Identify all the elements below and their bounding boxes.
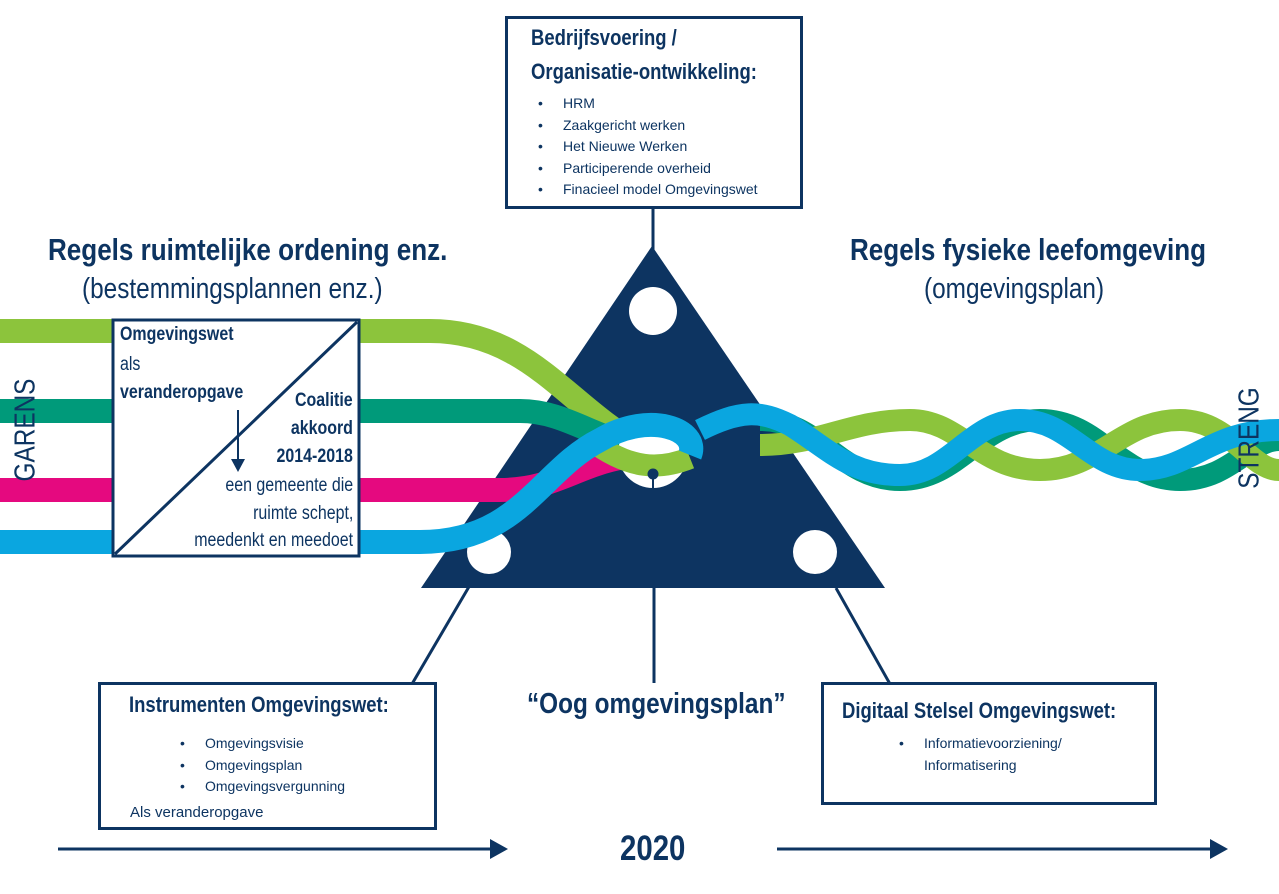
instruments-list: •Omgevingsvisie •Omgevingsplan •Omgeving… — [180, 733, 346, 798]
municipality-line1: een gemeente die — [225, 475, 353, 496]
change-box-line3: veranderopgave — [120, 382, 244, 403]
list-item: •Omgevingsvergunning — [180, 778, 346, 794]
list-item: •Het Nieuwe Werken — [538, 138, 688, 154]
municipality-line2: ruimte schept, — [252, 503, 353, 524]
municipality-line3: meedenkt en meedoet — [194, 530, 353, 551]
instruments-box-title: Instrumenten Omgevingswet: — [129, 692, 389, 717]
digital-box-title: Digitaal Stelsel Omgevingswet: — [842, 698, 1117, 723]
right-heading-subtitle: (omgevingsplan) — [924, 273, 1105, 305]
change-box-line2: als — [120, 354, 141, 375]
braid-sky — [695, 403, 1279, 487]
digital-system-box: Digitaal Stelsel Omgevingswet: •Informat… — [821, 682, 1157, 805]
change-box-frame — [111, 318, 361, 558]
digital-list: •Informatievoorziening/ Informatisering — [899, 733, 1062, 776]
change-box-diagonal — [113, 320, 359, 556]
change-arrow-head — [231, 459, 245, 472]
connector-left — [410, 584, 472, 685]
org-development-box: Bedrijfsvoering / Organisatie-ontwikkeli… — [505, 16, 803, 209]
org-box-list: •HRM •Zaakgericht werken •Het Nieuwe Wer… — [538, 93, 758, 201]
coalition-line2: akkoord — [290, 418, 353, 439]
list-item: •Informatievoorziening/ — [899, 735, 1062, 751]
list-item: •Finacieel model Omgevingswet — [538, 181, 758, 197]
org-box-title-line1: Bedrijfsvoering / — [531, 25, 677, 50]
timeline-arrow-right-head — [1210, 839, 1228, 859]
instruments-box: Instrumenten Omgevingswet: •Omgevingsvis… — [98, 682, 437, 830]
coalition-line3: 2014-2018 — [276, 446, 353, 467]
right-heading-title: Regels fysieke leefomgeving — [850, 232, 1207, 267]
triangle-hole-top — [629, 287, 677, 335]
list-item: •Omgevingsplan — [180, 756, 303, 773]
garens-label: GARENS — [9, 378, 42, 482]
list-item: •Participerende overheid — [538, 159, 711, 176]
timeline-year: 2020 — [620, 829, 686, 868]
thread-sky — [0, 413, 704, 554]
org-box-title-line2: Organisatie-ontwikkeling: — [531, 59, 757, 84]
coalition-line1: Coalitie — [295, 390, 353, 411]
triangle-hole-right — [793, 530, 837, 574]
list-item: •HRM — [538, 95, 595, 111]
eye-plan-label: “Oog omgevingsplan” — [527, 688, 786, 720]
timeline-arrow-left-head — [490, 839, 508, 859]
list-item: •Omgevingsvisie — [180, 735, 304, 751]
connector-right — [834, 587, 892, 685]
braid-lime — [759, 408, 1279, 482]
list-item-continuation: Informatisering — [924, 756, 1017, 773]
instruments-box-footer: Als veranderopgave — [130, 804, 264, 821]
left-heading-title: Regels ruimtelijke ordening enz. — [48, 232, 448, 267]
left-heading-subtitle: (bestemmingsplannen enz.) — [82, 273, 383, 305]
list-item: •Zaakgericht werken — [538, 116, 686, 133]
change-box-line1: Omgevingswet — [120, 324, 234, 345]
streng-label: STRENG — [1233, 387, 1266, 489]
